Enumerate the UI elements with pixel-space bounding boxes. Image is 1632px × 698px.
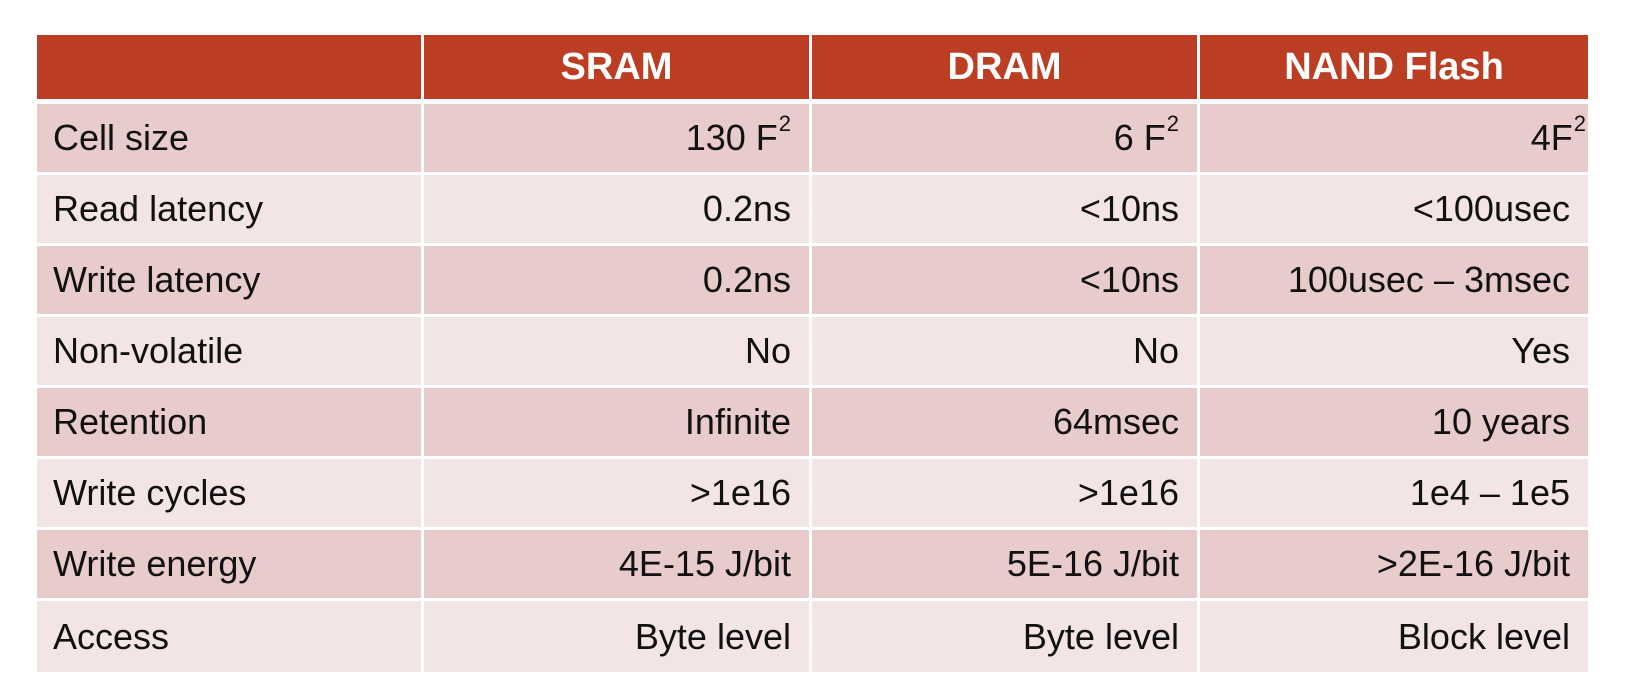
table-row: Non-volatile No No Yes (37, 317, 1588, 388)
dram-cell: 64msec (812, 388, 1200, 456)
sram-cell: 0.2ns (424, 175, 812, 243)
nand-cell: <100usec (1412, 188, 1570, 229)
table-row: Write latency 0.2ns <10ns 100usec – 3mse… (37, 246, 1588, 317)
dram-cell: <10ns (812, 175, 1200, 243)
table-row: Read latency 0.2ns <10ns <100usec (37, 175, 1588, 246)
header-sram: SRAM (424, 35, 812, 99)
table-header-row: SRAM DRAM NAND Flash (37, 35, 1588, 104)
sram-cell: Byte level (424, 601, 812, 672)
table-row: Access Byte level Byte level Block level (37, 601, 1588, 672)
sram-cell: >1e16 (424, 459, 812, 527)
dram-cell: <10ns (812, 246, 1200, 314)
sram-value: 130 F (685, 117, 778, 158)
header-nand-flash: NAND Flash (1284, 45, 1504, 88)
row-label: Cell size (37, 104, 424, 172)
header-dram: DRAM (812, 35, 1200, 99)
sram-superscript: 2 (778, 111, 791, 136)
sram-cell: No (424, 317, 812, 385)
table-row: Write energy 4E-15 J/bit 5E-16 J/bit >2E… (37, 530, 1588, 601)
sram-cell: 0.2ns (424, 246, 812, 314)
nand-cell: 10 years (1431, 401, 1570, 442)
nand-superscript: 2 (1573, 111, 1586, 136)
dram-cell: 5E-16 J/bit (812, 530, 1200, 598)
dram-value: 6 F (1113, 117, 1166, 158)
row-label: Write energy (37, 530, 424, 598)
nand-cell: 1e4 – 1e5 (1409, 472, 1570, 513)
nand-cell: 100usec – 3msec (1287, 259, 1570, 300)
dram-cell: No (812, 317, 1200, 385)
row-label: Retention (37, 388, 424, 456)
row-label: Write latency (37, 246, 424, 314)
row-label: Non-volatile (37, 317, 424, 385)
row-label: Write cycles (37, 459, 424, 527)
sram-cell: Infinite (424, 388, 812, 456)
nand-cell: >2E-16 J/bit (1376, 543, 1570, 584)
sram-cell: 4E-15 J/bit (424, 530, 812, 598)
row-label: Read latency (37, 175, 424, 243)
header-corner-cell (37, 35, 424, 99)
dram-cell: >1e16 (812, 459, 1200, 527)
nand-value: 4F (1530, 117, 1573, 158)
nand-cell: Yes (1511, 330, 1570, 371)
table-row: Write cycles >1e16 >1e16 1e4 – 1e5 (37, 459, 1588, 530)
nand-cell: Block level (1397, 615, 1570, 657)
dram-superscript: 2 (1166, 111, 1179, 136)
table-row: Retention Infinite 64msec 10 years (37, 388, 1588, 459)
row-label: Access (37, 601, 424, 672)
dram-cell: Byte level (812, 601, 1200, 672)
